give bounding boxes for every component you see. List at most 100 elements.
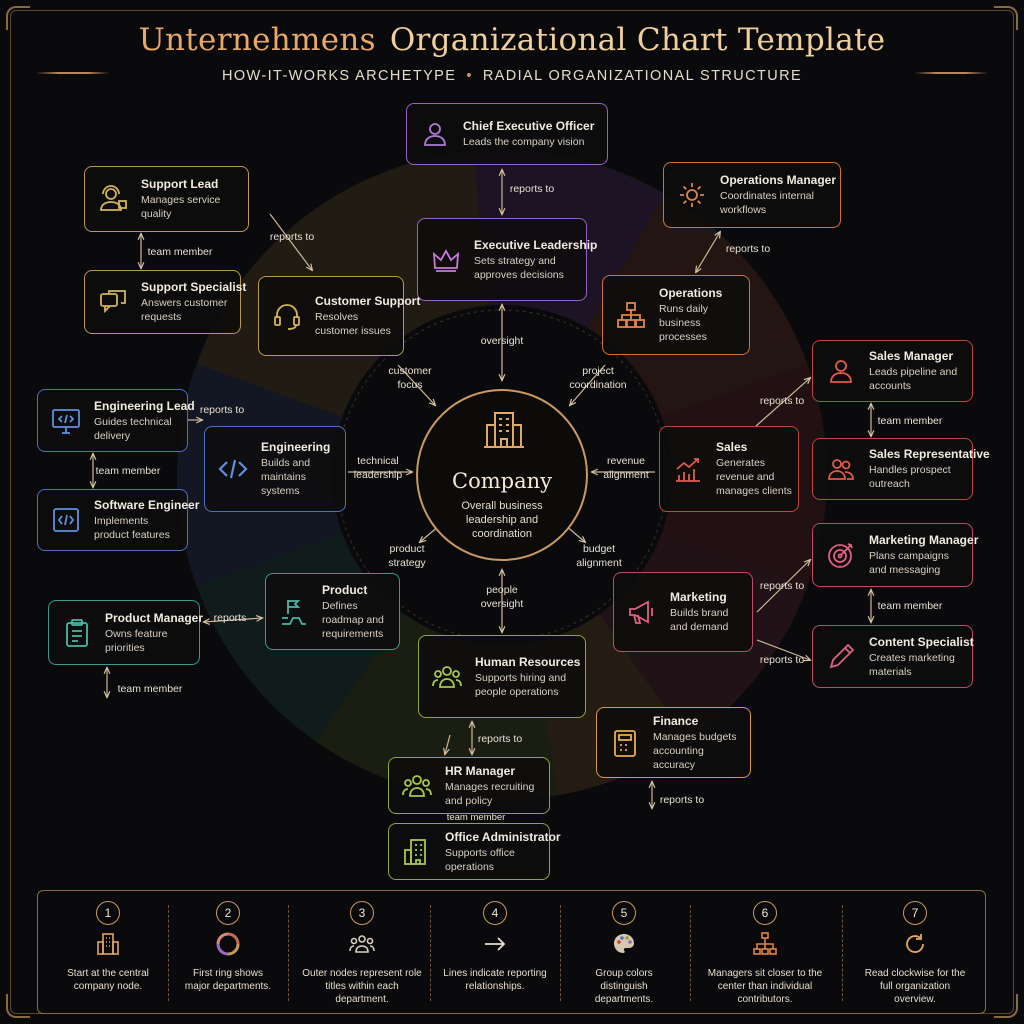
- node-desc: Supports hiring and people operations: [475, 671, 567, 698]
- title-part-1: Unternehmens: [138, 22, 376, 58]
- page-subtitle: HOW-IT-WORKS ARCHETYPE•RADIAL ORGANIZATI…: [0, 68, 1024, 84]
- node-name: Support Specialist: [141, 280, 247, 294]
- label-people-oversight: people oversight: [480, 584, 524, 610]
- node-desc: Supports office operations: [445, 846, 515, 873]
- step-divider: [690, 905, 691, 1001]
- subtitle-separator: •: [466, 68, 473, 84]
- step-number: 4: [483, 901, 507, 925]
- crown-icon: [432, 248, 460, 272]
- label-team-member: team member: [877, 415, 943, 427]
- center-company-node[interactable]: Company Overall business leadership and …: [416, 389, 588, 561]
- node-desc: Runs daily business processes: [659, 303, 709, 343]
- chat-icon: [100, 290, 126, 314]
- label-reports-to: reports to: [725, 243, 771, 255]
- step-text: Start at the central company node.: [67, 968, 149, 992]
- label-reports-to: reports to: [477, 733, 523, 745]
- step-number: 6: [753, 901, 777, 925]
- center-name: Company: [452, 469, 552, 493]
- people-icon: [432, 665, 462, 688]
- step-item: 1 Start at the central company node.: [60, 901, 156, 1005]
- label-reports-to: reports to: [759, 580, 805, 592]
- label-technical-leadership: technical leadership: [353, 455, 403, 481]
- label-team-member: team member: [117, 683, 183, 695]
- step-item: 3 Outer nodes represent role titles with…: [300, 901, 424, 1005]
- label-project-coordination: project coordination: [569, 365, 627, 391]
- connector-lines: [93, 170, 871, 808]
- hierarchy-icon: [753, 932, 777, 955]
- node-name: Support Lead: [141, 177, 219, 191]
- label-budget-alignment: budget alignment: [576, 543, 622, 569]
- headset-user-icon: [100, 185, 127, 211]
- node-name: Engineering Lead: [94, 398, 195, 413]
- node-name: Software Engineer: [94, 498, 200, 512]
- gear-icon: [680, 183, 704, 207]
- node-name: Finance: [653, 713, 699, 728]
- subtitle-left: HOW-IT-WORKS ARCHETYPE: [221, 68, 457, 84]
- node-desc: Guides technical delivery: [94, 415, 172, 442]
- step-item: 7 Read clockwise for the full organizati…: [858, 901, 972, 1005]
- node-name: Marketing Manager: [869, 533, 979, 547]
- rotate-icon: [906, 934, 924, 953]
- building-icon: [97, 933, 119, 955]
- building-icon: [484, 412, 524, 448]
- users-icon: [828, 459, 854, 480]
- step-divider: [288, 905, 289, 1001]
- label-team-member: team member: [446, 812, 506, 823]
- calculator-icon: [614, 729, 636, 757]
- step-divider: [560, 905, 561, 1001]
- people-icon: [402, 774, 432, 797]
- node-desc: Creates marketing materials: [869, 651, 955, 678]
- label-reports: reports: [213, 612, 247, 624]
- title-part-2: Organizational Chart Template: [389, 22, 886, 58]
- node-name: Customer Support: [315, 294, 421, 308]
- node-desc: Resolves customer issues: [315, 311, 391, 337]
- page-title: Unternehmens Organizational Chart Templat…: [0, 22, 1024, 58]
- node-desc: Leads the company vision: [463, 136, 585, 148]
- node-desc: Plans campaigns and messaging: [869, 550, 949, 576]
- connector-line: [696, 232, 720, 272]
- step-item: 6 Managers sit closer to the center than…: [702, 901, 828, 1005]
- office-building-icon: [404, 838, 426, 865]
- step-item: 5 Group colors distinguish departments.: [572, 901, 676, 1005]
- label-product-strategy: product strategy: [388, 543, 426, 569]
- node-name: Sales: [716, 440, 748, 454]
- step-number: 2: [216, 901, 240, 925]
- node-name: Marketing: [670, 590, 727, 604]
- megaphone-icon: [629, 600, 653, 624]
- title-rule-left: [36, 72, 110, 74]
- label-team-member: team member: [877, 600, 943, 612]
- label-reports-to: reports to: [659, 794, 705, 806]
- node-desc: Implements product features: [94, 515, 170, 541]
- node-desc: Handles prospect outreach: [869, 464, 951, 490]
- cycle-icon: [216, 932, 240, 956]
- connector-line: [204, 618, 262, 622]
- connector-line: [570, 364, 606, 405]
- node-desc: Manages budgets accounting accuracy: [653, 730, 737, 771]
- label-reports-to: reports to: [199, 404, 245, 416]
- node-desc: Defines roadmap and requirements: [322, 599, 384, 640]
- pencil-icon: [829, 643, 855, 668]
- node-desc: Sets strategy and approves decisions: [474, 254, 564, 281]
